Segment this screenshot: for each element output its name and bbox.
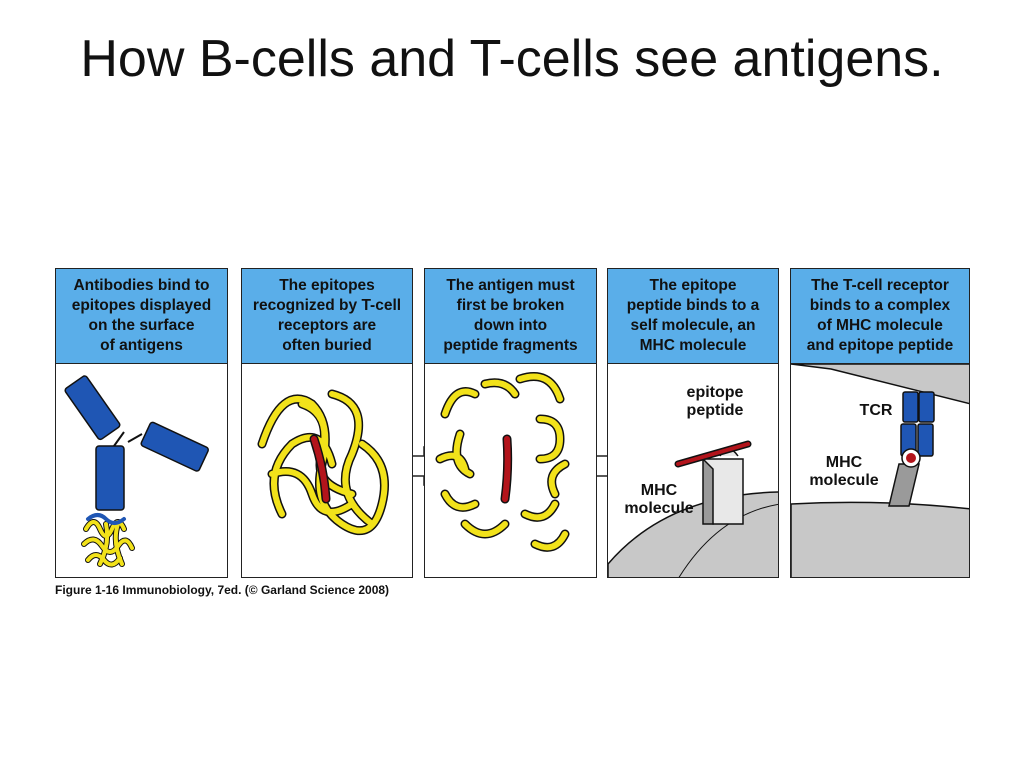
- figure-caption: Figure 1-16 Immunobiology, 7ed. (© Garla…: [55, 583, 390, 597]
- panel-buried-epitopes: The epitopes recognized by T-cell recept…: [241, 268, 413, 578]
- panel-header: The T-cell receptor binds to a complex o…: [791, 269, 969, 364]
- peptide-fragments: [435, 372, 570, 552]
- peptide-fragments-illustration: [435, 372, 570, 552]
- mhc-molecule: [702, 448, 744, 525]
- epitope-peptide: [676, 442, 750, 466]
- panel-illustration: [56, 364, 227, 577]
- panel-header: The epitope peptide binds to a self mole…: [608, 269, 778, 364]
- t-cell-receptor: [900, 391, 935, 457]
- panel-peptide-fragments: The antigen must first be broken down in…: [424, 268, 597, 578]
- mhc-molecule-label: MHC molecule: [809, 454, 879, 489]
- folded-protein: [257, 389, 389, 536]
- panel-header: The antigen must first be broken down in…: [425, 269, 596, 364]
- antibody-illustration: [64, 375, 209, 568]
- panel-tcr-complex: The T-cell receptor binds to a complex o…: [790, 268, 970, 578]
- antibody: [64, 375, 209, 511]
- tcr-label: TCR: [859, 402, 893, 419]
- panel-illustration: [425, 364, 596, 577]
- mhc-molecule: [888, 463, 920, 507]
- panel-header: The epitopes recognized by T-cell recept…: [242, 269, 412, 364]
- folded-protein-illustration: [257, 389, 389, 536]
- epitope-peptide-label: epitope peptide: [686, 384, 744, 419]
- buried-epitope: [311, 436, 329, 502]
- panel-illustration: TCR MHC molecule: [791, 364, 969, 577]
- epitope-peptide: [906, 453, 916, 463]
- t-cell-surface: [791, 364, 969, 405]
- mhc-molecule-label: MHC molecule: [624, 482, 694, 517]
- antigen-protein: [81, 513, 135, 568]
- mhc-illustration: [608, 440, 778, 577]
- panel-mhc-binding: The epitope peptide binds to a self mole…: [607, 268, 779, 578]
- epitope-fragment: [502, 436, 511, 502]
- panel-antibody-binding: Antibodies bind to epitopes displayed on…: [55, 268, 228, 578]
- panel-illustration: [242, 364, 412, 577]
- slide-title: How B-cells and T-cells see antigens.: [80, 30, 944, 88]
- panel-header: Antibodies bind to epitopes displayed on…: [56, 269, 227, 364]
- panel-illustration: epitope peptide MHC molecule: [608, 364, 778, 577]
- apc-surface: [791, 501, 969, 577]
- tcr-illustration: [791, 364, 969, 577]
